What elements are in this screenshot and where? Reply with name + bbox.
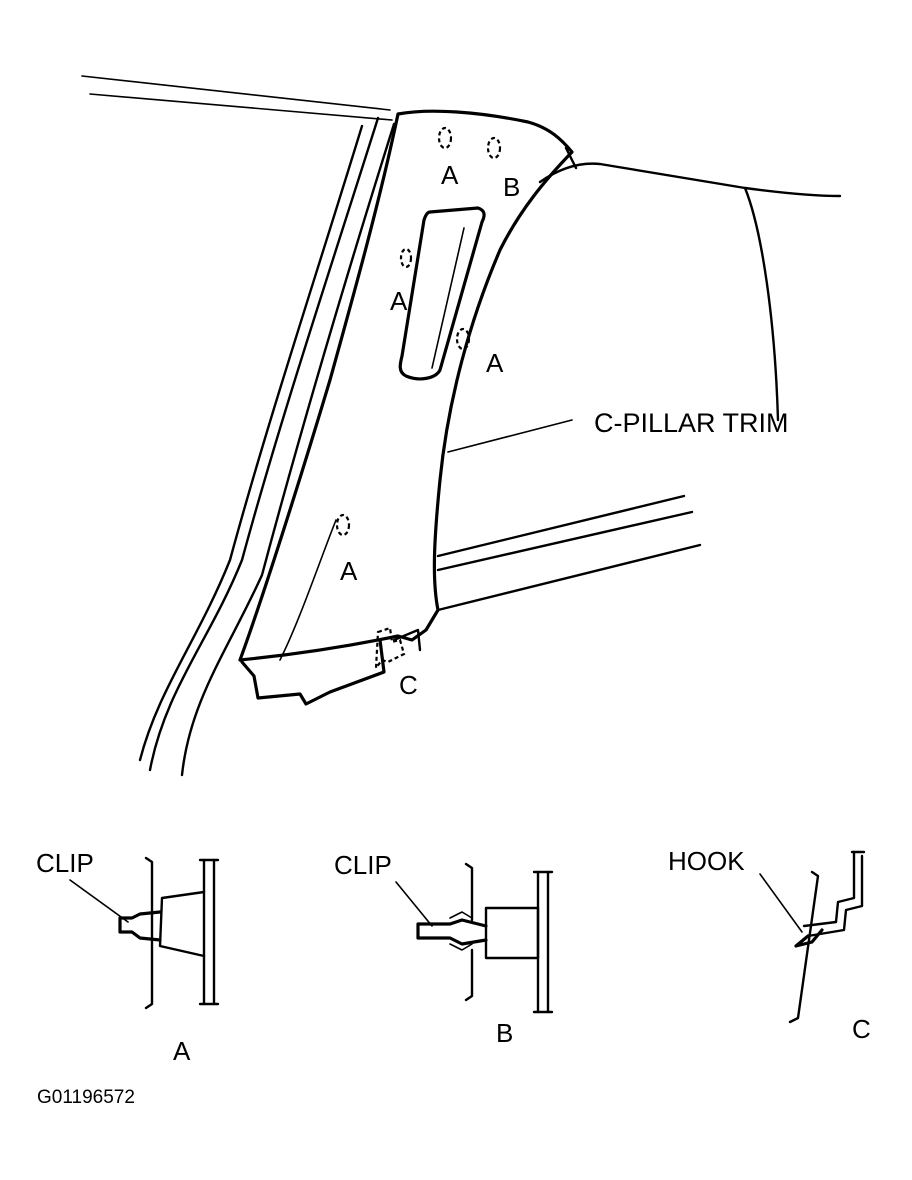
detail-b-leader — [395, 881, 433, 927]
fastener-label-a1: A — [441, 160, 459, 190]
rear-seat-side — [743, 186, 780, 422]
detail-c-body-flange — [806, 854, 864, 938]
c-pillar-trim-leader — [447, 419, 573, 453]
clip-location-a4 — [335, 513, 351, 537]
detail-a-clip-base — [158, 890, 206, 958]
detail-c-body-flange-2 — [802, 850, 856, 928]
detail-b-caption: B — [496, 1018, 513, 1048]
detail-c-trim-panel — [788, 870, 820, 1024]
clip-location-a2 — [399, 247, 413, 269]
trim-lower-section — [240, 638, 386, 706]
detail-c-leader — [759, 873, 803, 933]
detail-a-leader — [69, 879, 129, 923]
detail-c-hook — [794, 928, 824, 948]
detail-a-body-panel-caps — [198, 858, 220, 1006]
detail-b: CLIP B — [334, 850, 554, 1048]
detail-b-clip-shaft — [416, 918, 488, 946]
detail-b-clip-barb — [449, 911, 473, 951]
c-pillar-trim-outline — [238, 109, 574, 662]
detail-a-trim-panel — [144, 856, 154, 1010]
detail-b-body-panel-caps — [532, 870, 554, 1014]
detail-a-clip-head — [118, 910, 162, 942]
clip-location-a3 — [455, 327, 471, 351]
window-frame-inner — [138, 124, 364, 762]
main-view: A B A A A C C-PILLAR TRIM — [81, 75, 842, 777]
detail-a: CLIP A — [36, 848, 220, 1066]
clip-location-a1 — [437, 126, 453, 150]
fastener-label-b: B — [503, 172, 520, 202]
window-frame-outer — [148, 116, 380, 772]
clip-location-b — [486, 136, 502, 160]
detail-a-callout: CLIP — [36, 848, 94, 878]
seat-belt-slot-inner — [431, 227, 465, 369]
hook-detail — [392, 628, 422, 652]
seat-belt-slot — [398, 206, 486, 381]
detail-c: HOOK C — [668, 846, 871, 1044]
fastener-label-a3: A — [486, 348, 504, 378]
belt-rail-bottom — [436, 543, 702, 612]
window-frame-edge — [180, 122, 396, 777]
fastener-label-a2: A — [390, 286, 408, 316]
fastener-label-c: C — [399, 670, 418, 700]
detail-c-caption: C — [852, 1014, 871, 1044]
detail-b-clip-block — [484, 906, 540, 960]
part-label-c-pillar-trim: C-PILLAR TRIM — [594, 408, 789, 438]
belt-rail-top — [436, 494, 686, 558]
roof-edge-line-2 — [89, 93, 393, 121]
trim-top-edge-step — [564, 146, 578, 170]
belt-rail-mid — [436, 510, 694, 572]
detail-b-callout: CLIP — [334, 850, 392, 880]
fastener-label-a4: A — [340, 556, 358, 586]
trim-inner-edge — [279, 519, 337, 661]
detail-b-trim-panel — [464, 862, 474, 1002]
hook-location — [374, 626, 406, 672]
rear-seat-back-outline — [538, 162, 842, 198]
detail-c-callout: HOOK — [668, 846, 745, 876]
figure-code: G01196572 — [37, 1087, 135, 1108]
detail-a-caption: A — [173, 1036, 191, 1066]
roof-edge-line — [81, 75, 391, 111]
